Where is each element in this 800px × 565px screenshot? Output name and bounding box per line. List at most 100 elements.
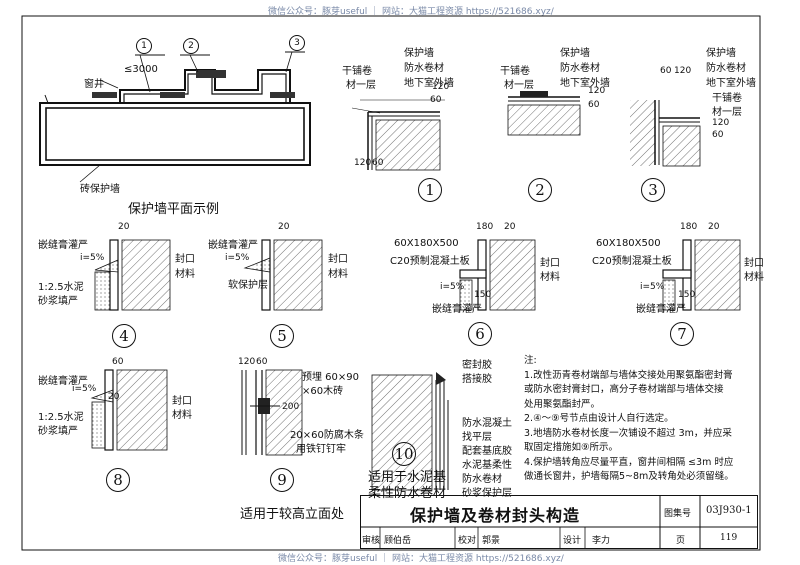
d7-label-seal-mat-2: 材料	[744, 272, 764, 283]
d1-label-basement: 地下室外墙	[404, 78, 454, 89]
d7-label-slab-size: 60X180X500	[596, 238, 661, 249]
d8-label-seal: 嵌缝膏灌严	[38, 376, 88, 387]
d7-dim-150: 150	[678, 290, 696, 300]
d3-dim-120b: 120	[712, 118, 730, 128]
note-line: 2.④～⑨号节点由设计人自行选定。	[524, 413, 674, 424]
detail-7	[662, 239, 741, 311]
d5-label-seal-mat-1: 封口	[328, 254, 348, 265]
note-line: 做通长窗井，护墙每隔5~8m及转角处必须留缝。	[524, 471, 734, 482]
detail-2-number: 2	[528, 178, 552, 202]
d4-slope: i=5%	[80, 253, 105, 263]
d6-dim-180: 180	[476, 222, 494, 232]
detail-10-number: 10	[392, 442, 416, 466]
atlas-number: 03J930-1	[706, 505, 752, 516]
d2-label-dry-2: 材一层	[504, 80, 534, 91]
d1-label-dry-2: 材一层	[346, 80, 376, 91]
detail-6	[459, 239, 536, 311]
d9-dim-60: 60	[256, 357, 268, 367]
d9-label-strip-1: 20×60防腐木条	[290, 430, 364, 441]
page-number: 119	[720, 533, 738, 543]
checker-name: 郭景	[482, 536, 501, 546]
d8-label-seal-mat-1: 封口	[172, 396, 192, 407]
d10-label-leveling: 找平层	[462, 432, 492, 443]
d8-dim-60: 60	[112, 357, 124, 367]
d10-caption-1: 适用于水泥基	[368, 470, 447, 485]
detail-2	[507, 91, 581, 136]
d6-label-seal-mat-2: 材料	[540, 272, 560, 283]
plan-marker-1: 1	[136, 38, 152, 54]
notes-title: 注:	[524, 355, 537, 366]
note-line: 或防水密封膏封口，高分子卷材端部与墙体交接	[524, 384, 724, 395]
d8-label-mortar-1: 1:2.5水泥	[38, 412, 84, 423]
page-label: 页	[676, 536, 686, 546]
detail-5	[243, 239, 323, 311]
notes-block: 注: 1.改性沥青卷材端部与墙体交接处用聚氨酯密封膏 或防水密封膏封口，高分子卷…	[524, 354, 756, 485]
d8-label-mortar-2: 砂浆填严	[38, 426, 78, 437]
d1-label-dry-1: 干铺卷	[342, 66, 372, 77]
d6-dim-20: 20	[504, 222, 516, 232]
note-line: 3.地墙防水卷材长度一次铺设不超过 3m，并应采	[524, 427, 732, 439]
d7-dim-180: 180	[680, 222, 698, 232]
plan-marker-2: 2	[183, 38, 199, 54]
d4-label-mortar-2: 砂浆填严	[38, 296, 78, 307]
detail-10	[371, 372, 449, 491]
d2-label-basement: 地下室外墙	[560, 78, 610, 89]
d1-dim-60b: 60	[372, 158, 384, 168]
detail-4-number: 4	[112, 324, 136, 348]
designer-name: 李力	[592, 536, 611, 546]
plan-view	[39, 51, 311, 183]
d5-label-soft: 软保护层	[228, 280, 268, 291]
d6-label-seal-mat-1: 封口	[540, 258, 560, 269]
detail-3	[630, 100, 701, 167]
d1-dim-120b: 120	[354, 158, 372, 168]
atlas-label: 图集号	[664, 509, 692, 519]
d4-label-seal: 嵌缝膏灌严	[38, 240, 88, 251]
watermark-top: 微信公众号：豚芽useful ｜ 网站：大猫工程资源 https://52168…	[268, 7, 554, 17]
detail-5-number: 5	[270, 324, 294, 348]
note-line: 取固定措施如⑨所示。	[524, 442, 619, 453]
d10-caption-2: 柔性防水卷材	[368, 486, 447, 501]
d8-slope: i=5%	[72, 384, 97, 394]
d10-label-concrete: 防水混凝土	[462, 418, 512, 429]
d10-label-flexible: 水泥基柔性	[462, 460, 512, 471]
d6-dim-150: 150	[474, 290, 492, 300]
d4-label-seal-mat-1: 封口	[175, 254, 195, 265]
design-label: 设计	[563, 536, 582, 546]
d9-label-strip-2: 用铁钉钉牢	[296, 444, 346, 455]
d6-label-seal: 嵌缝膏灌严	[432, 304, 482, 315]
d1-dim-60: 60	[430, 95, 442, 105]
d10-label-mortar: 砂浆保护层	[462, 488, 512, 499]
d7-label-seal-mat-1: 封口	[744, 258, 764, 269]
d10-label-lap: 搭接胶	[462, 374, 492, 385]
detail-8-number: 8	[106, 468, 130, 492]
d7-label-slab: C20预制混凝土板	[592, 256, 672, 267]
d6-label-slab: C20预制混凝土板	[390, 256, 470, 267]
plan-caption: 保护墙平面示例	[128, 202, 220, 217]
d3-label-membrane: 防水卷材	[706, 63, 746, 74]
detail-6-number: 6	[468, 322, 492, 346]
note-line: 1.改性沥青卷材端部与墙体交接处用聚氨酯密封膏	[524, 369, 733, 381]
detail-9	[241, 369, 303, 456]
d5-label-seal: 嵌缝膏灌严	[208, 240, 258, 251]
note-line: 处用聚氨酯封严。	[524, 398, 601, 410]
d2-dim-60: 60	[588, 100, 600, 110]
d10-label-membrane: 防水卷材	[462, 474, 502, 485]
detail-1-number: 1	[418, 178, 442, 202]
watermark-bottom: 微信公众号：豚芽useful ｜ 网站：大猫工程资源 https://52168…	[278, 554, 564, 564]
note-line: 4.保护墙转角应尽量平直，窗井间相隔 ≤3m 时应	[524, 456, 734, 468]
d5-dim-20: 20	[278, 222, 290, 232]
title-block	[360, 495, 758, 549]
d3-label-dry-2: 材一层	[712, 107, 742, 118]
d9-caption: 适用于较高立面处	[240, 507, 345, 522]
detail-4	[94, 239, 171, 311]
d9-dim-120: 120	[238, 357, 256, 367]
d2-dim-120: 120	[588, 86, 606, 96]
d4-dim-20: 20	[118, 222, 130, 232]
d4-label-seal-mat-2: 材料	[175, 269, 195, 280]
d2-label-membrane: 防水卷材	[560, 63, 600, 74]
detail-8	[90, 369, 168, 451]
d9-label-brick-2: ×60木砖	[302, 386, 344, 397]
review-label: 审核	[362, 536, 381, 546]
detail-3-number: 3	[641, 178, 665, 202]
